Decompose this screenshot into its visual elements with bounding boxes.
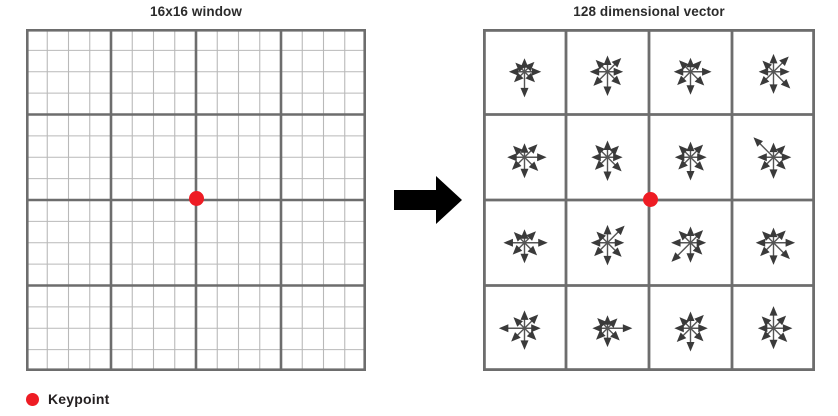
left-panel-title: 16x16 window [150, 4, 242, 19]
keypoint-legend-label: Keypoint [48, 391, 110, 407]
legend: Keypoint [26, 391, 110, 407]
orientation-histogram [753, 137, 792, 179]
orientation-histogram [758, 53, 791, 94]
keypoint-marker-right [643, 192, 658, 207]
orientation-histogram [592, 315, 633, 348]
orientation-histogram [757, 306, 793, 350]
orientation-histogram [503, 229, 548, 264]
orientation-histogram [589, 55, 624, 97]
orientation-histogram [671, 226, 707, 263]
orientation-histogram [674, 311, 708, 352]
orientation-histogram [508, 58, 542, 98]
right-arrow-icon [394, 176, 462, 224]
orientation-histogram [498, 310, 541, 350]
right-panel-title: 128 dimensional vector [573, 4, 725, 19]
window-grid [26, 29, 366, 371]
orientation-histogram [674, 141, 707, 181]
window-grid-svg [26, 29, 366, 371]
orientation-histogram [755, 227, 796, 265]
transform-arrow [392, 170, 464, 230]
keypoint-marker-left [189, 191, 204, 206]
orientation-histogram [507, 143, 547, 179]
orientation-histogram [673, 57, 712, 95]
keypoint-legend-swatch [26, 392, 39, 406]
orientation-histogram [591, 140, 623, 182]
orientation-histogram [590, 224, 625, 266]
